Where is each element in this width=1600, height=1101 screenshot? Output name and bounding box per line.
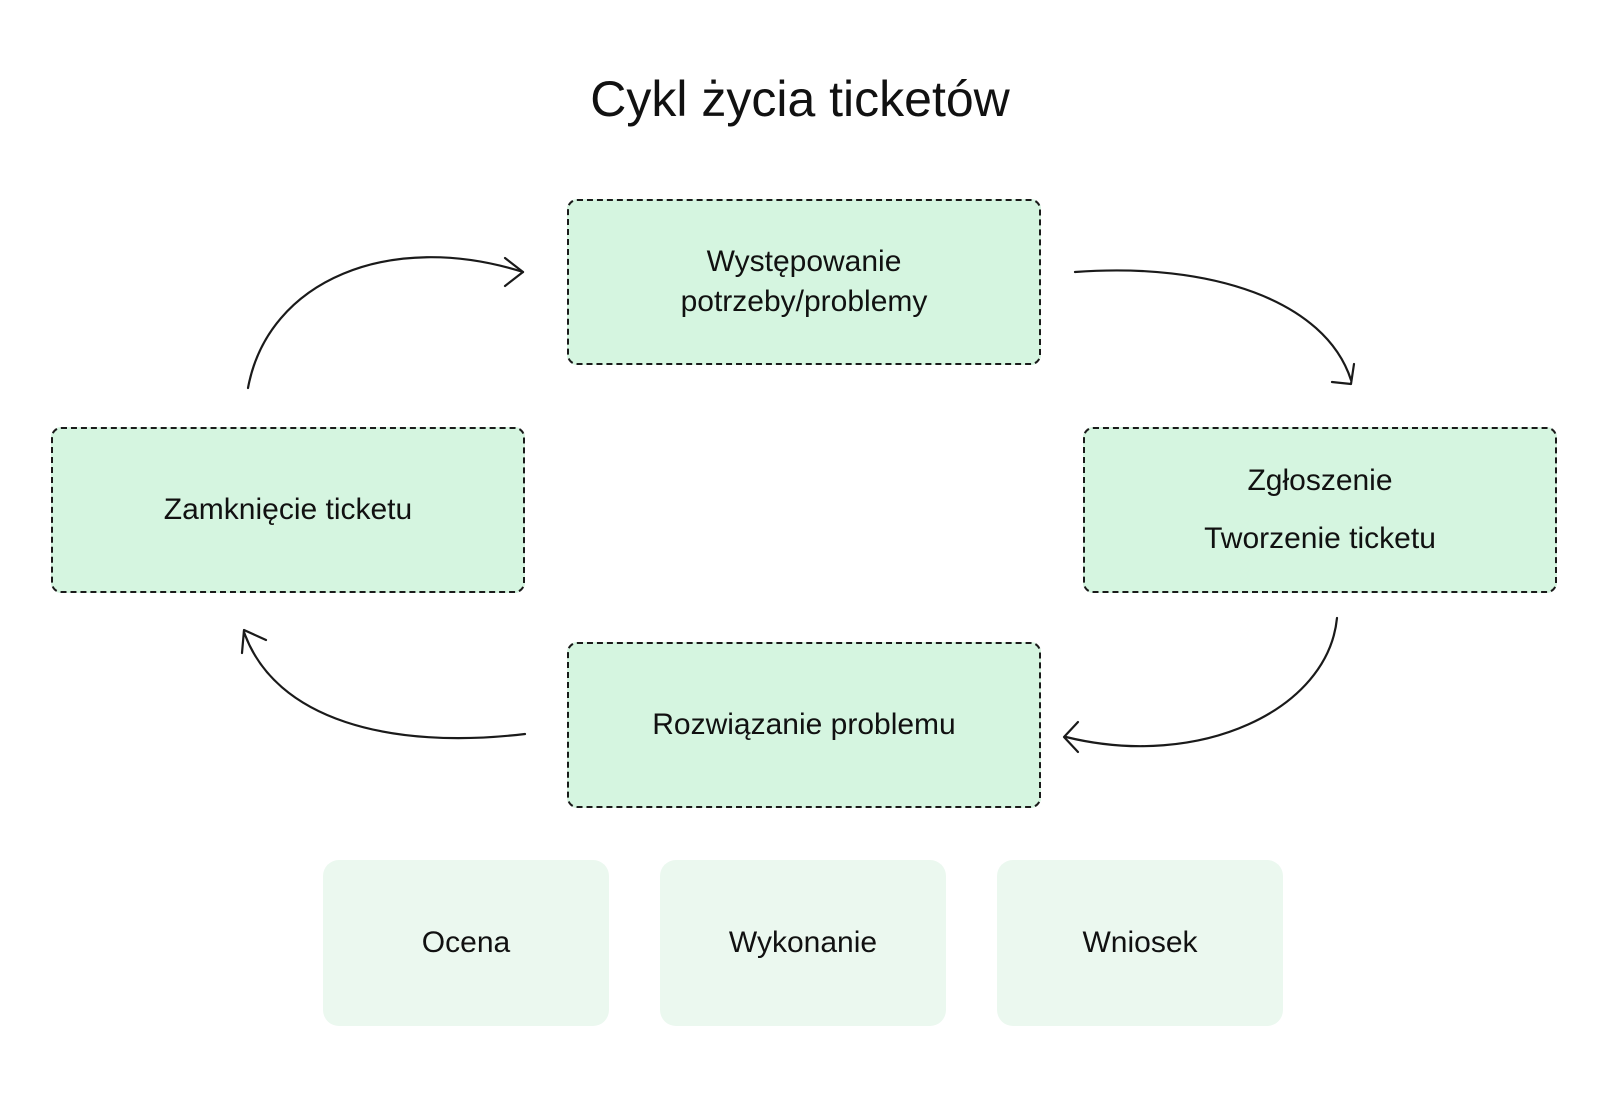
node-problem-resolution-line-1: Rozwiązanie problemu <box>652 708 956 741</box>
node-ticket-closure: Zamknięcie ticketu <box>51 427 525 593</box>
substep-ocena: Ocena <box>323 860 609 1026</box>
arrow-top-to-right <box>1073 269 1353 382</box>
arrow-bottom-to-left <box>242 630 527 740</box>
diagram-title: Cykl życia ticketów <box>590 71 1010 127</box>
node-ticket-creation-line-1: Zgłoszenie <box>1247 464 1393 497</box>
node-ticket-closure-line-1: Zamknięcie ticketu <box>163 493 413 526</box>
node-ticket-creation: Zgłoszenie Tworzenie ticketu <box>1083 427 1557 593</box>
arrowhead-top-to-right <box>1330 362 1356 386</box>
substep-wykonanie: Wykonanie <box>660 860 946 1026</box>
arrow-right-to-bottom <box>1064 616 1339 748</box>
arrow-left-to-top <box>246 256 525 390</box>
arrowhead-bottom-to-left <box>240 628 268 655</box>
node-problem-resolution: Rozwiązanie problemu <box>567 642 1041 808</box>
node-problem-occurrence-line-1: Występowanie <box>706 245 902 278</box>
arrowhead-left-to-top <box>503 256 525 288</box>
node-problem-occurrence: Występowanie potrzeby/problemy <box>567 199 1041 365</box>
substep-wniosek: Wniosek <box>997 860 1283 1026</box>
node-problem-occurrence-line-2: potrzeby/problemy <box>680 285 928 318</box>
node-ticket-creation-line-2: Tworzenie ticketu <box>1204 522 1436 555</box>
arrowhead-right-to-bottom <box>1062 720 1080 754</box>
